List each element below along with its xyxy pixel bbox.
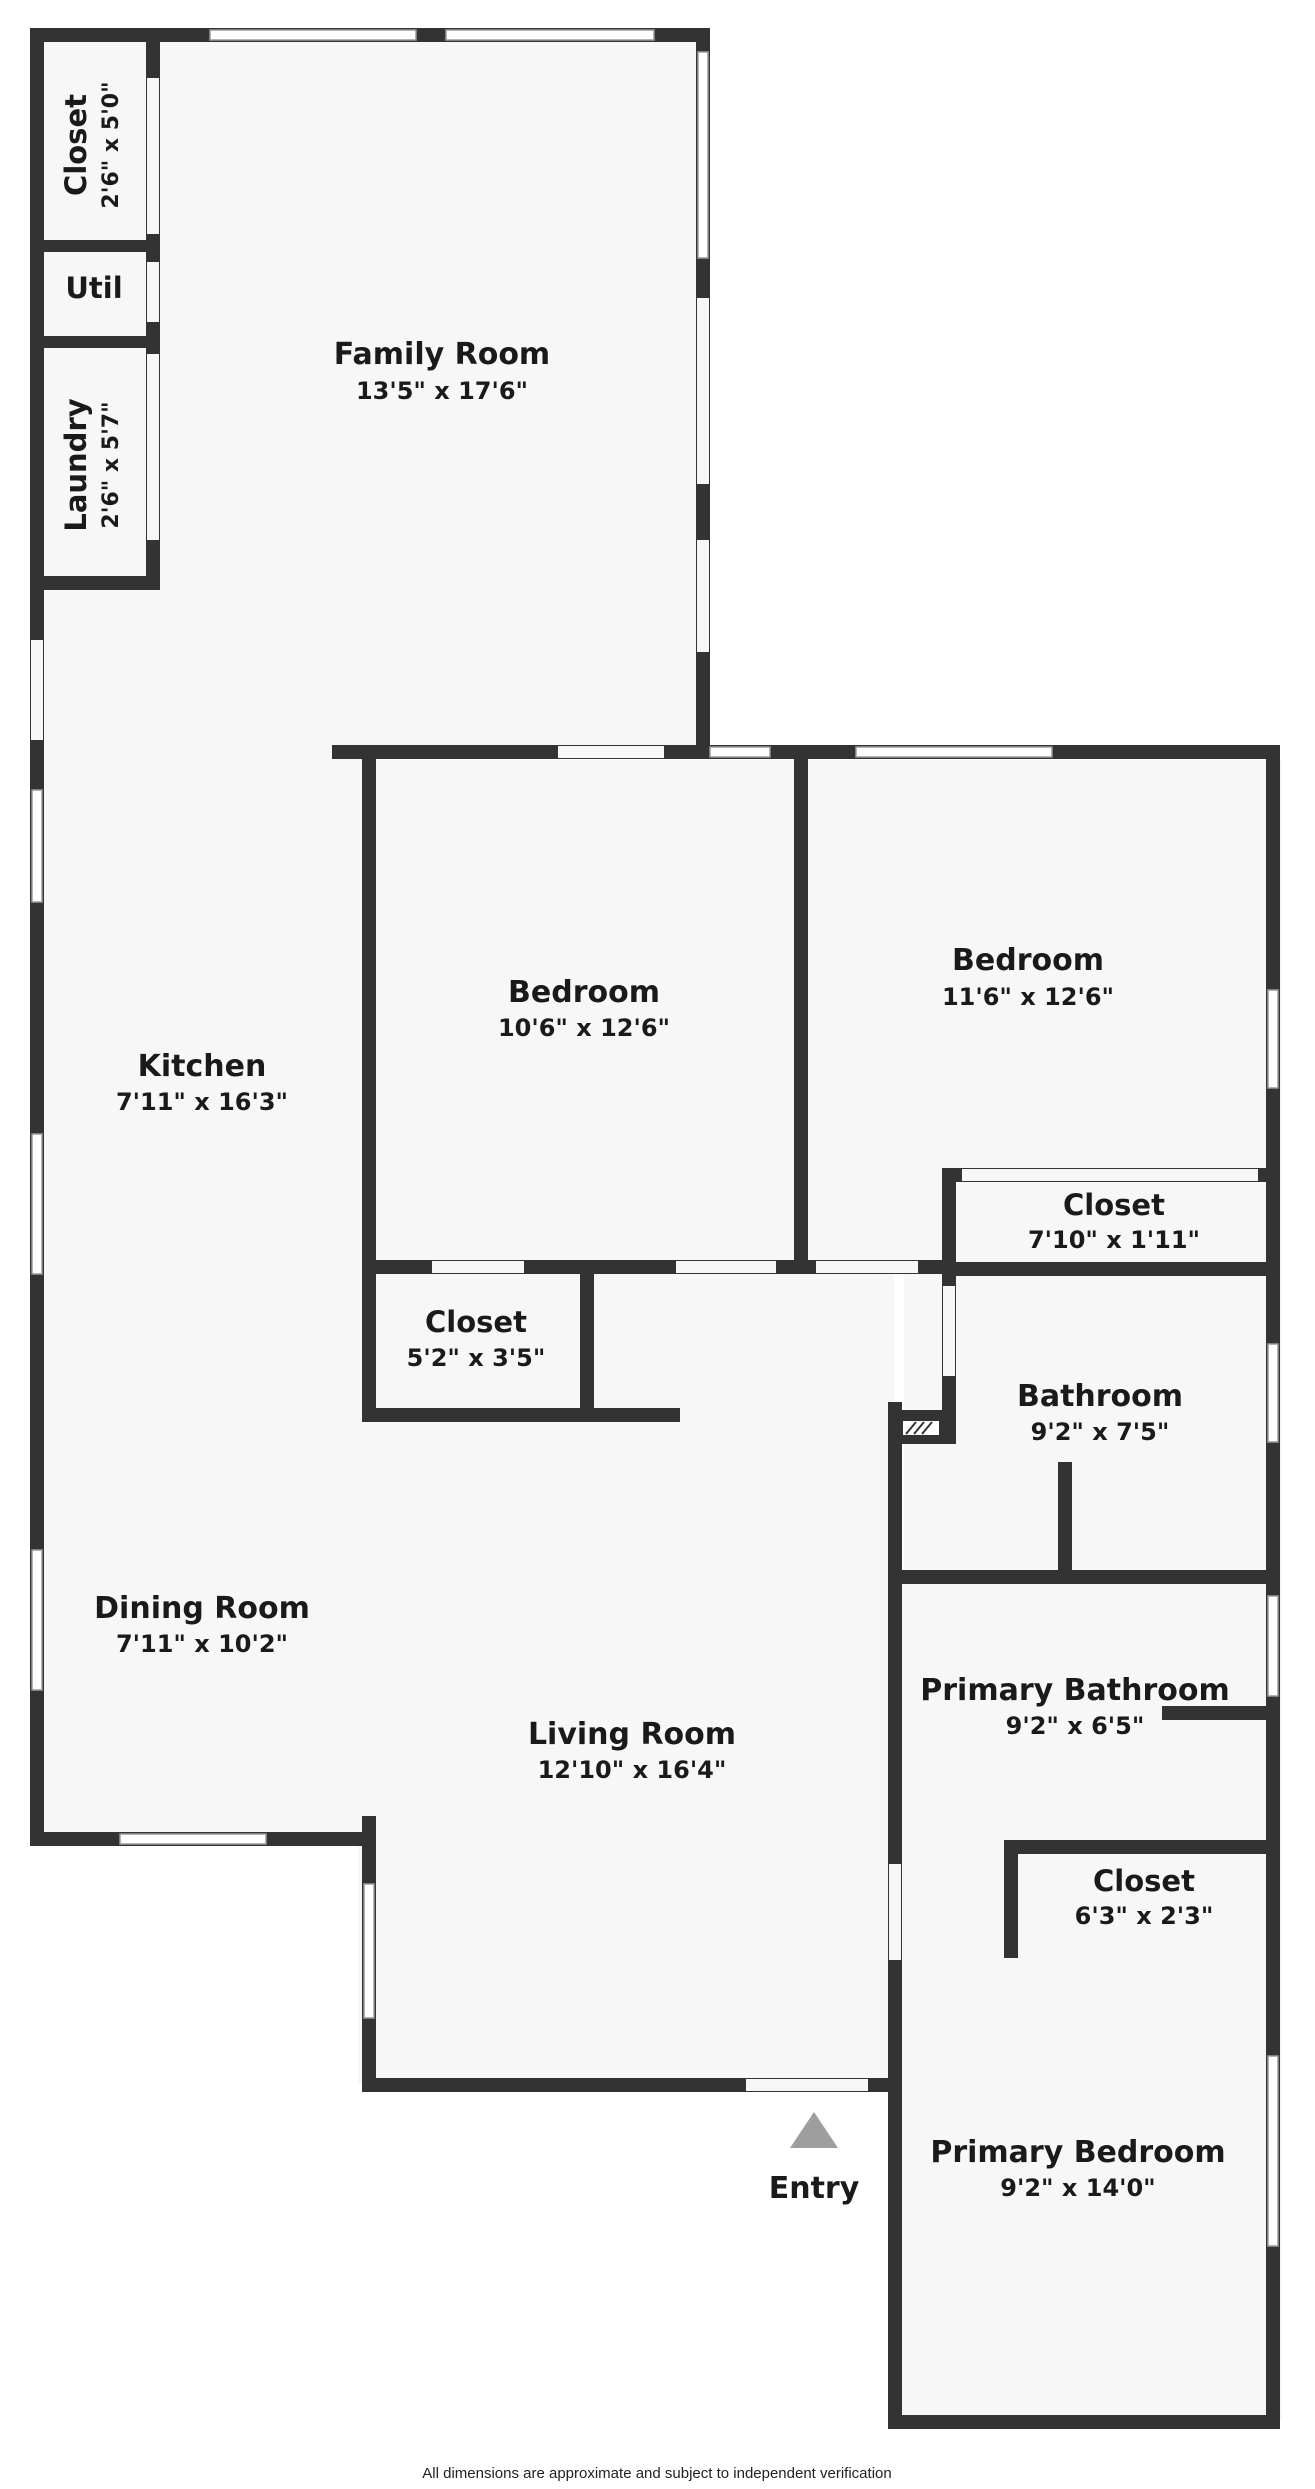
wall bbox=[1058, 1462, 1072, 1580]
window bbox=[119, 1833, 267, 1845]
wall bbox=[30, 576, 160, 590]
closet-d-dimensions: 6'3" x 2'3" bbox=[1075, 1902, 1214, 1930]
wall bbox=[942, 1262, 1280, 1276]
primary-bathroom-name: Primary Bathroom bbox=[920, 1673, 1229, 1708]
floor-kitchen-dining bbox=[30, 740, 370, 1836]
hatch-box bbox=[901, 1419, 941, 1437]
window bbox=[1267, 989, 1279, 1089]
floor-living-room bbox=[358, 1260, 894, 2084]
disclaimer-text: All dimensions are approximate and subje… bbox=[422, 2465, 891, 2482]
wall bbox=[888, 2415, 1280, 2429]
window bbox=[697, 51, 709, 259]
triangle-up-icon bbox=[790, 2112, 838, 2148]
window bbox=[709, 746, 771, 758]
floor-bathroom bbox=[904, 1270, 1282, 1584]
door-opening bbox=[558, 746, 664, 758]
primary-bathroom-dimensions: 9'2" x 6'5" bbox=[1006, 1712, 1145, 1740]
wall bbox=[1004, 1840, 1280, 1854]
door-opening bbox=[147, 354, 159, 540]
floor-bedroom-2 bbox=[808, 760, 1282, 1270]
door-opening bbox=[31, 640, 43, 740]
closet-a-label: Closet 2'6" x 5'0" bbox=[59, 81, 124, 208]
door-opening bbox=[697, 298, 709, 484]
laundry-label: Laundry 2'6" x 5'7" bbox=[59, 398, 124, 531]
kitchen-name: Kitchen bbox=[138, 1049, 267, 1084]
wall bbox=[580, 1260, 594, 1420]
closet-b-name: Closet bbox=[1063, 1188, 1165, 1222]
door-opening bbox=[147, 262, 159, 322]
bathroom-name: Bathroom bbox=[1017, 1379, 1183, 1414]
wall bbox=[30, 240, 160, 252]
kitchen-dimensions: 7'11" x 16'3" bbox=[116, 1088, 288, 1116]
dining-room-dimensions: 7'11" x 10'2" bbox=[116, 1630, 288, 1658]
windows bbox=[31, 29, 1279, 2247]
door-opening bbox=[1024, 1946, 1254, 1958]
door-opening bbox=[432, 1261, 524, 1273]
window bbox=[31, 1133, 43, 1275]
room-dimensions: 2'6" x 5'0" bbox=[99, 81, 124, 208]
bedroom-2-name: Bedroom bbox=[952, 943, 1104, 978]
door-opening bbox=[889, 1864, 901, 1960]
bedroom-2-dimensions: 11'6" x 12'6" bbox=[942, 983, 1114, 1011]
door-opening bbox=[697, 540, 709, 652]
family-room-dimensions: 13'5" x 17'6" bbox=[356, 377, 528, 405]
util-label: Util bbox=[65, 271, 122, 305]
wall bbox=[1004, 1840, 1018, 1958]
hatch-detail bbox=[901, 1419, 941, 1437]
entry-label: Entry bbox=[769, 2171, 860, 2206]
room-name: Closet bbox=[59, 94, 93, 196]
wall bbox=[30, 28, 44, 1846]
floor-bedroom-1 bbox=[370, 760, 796, 1270]
window bbox=[1267, 1595, 1279, 1697]
dining-room-name: Dining Room bbox=[94, 1591, 310, 1626]
room-name: Laundry bbox=[59, 398, 93, 531]
wall bbox=[362, 752, 376, 1420]
door-opening bbox=[147, 78, 159, 234]
door-opening bbox=[746, 2079, 868, 2091]
wall bbox=[794, 752, 808, 1262]
window bbox=[363, 1883, 375, 2019]
window bbox=[209, 29, 417, 41]
room-dimensions: 2'6" x 5'7" bbox=[99, 401, 124, 528]
closet-c-name: Closet bbox=[425, 1305, 527, 1339]
floor-primary-wing bbox=[898, 1584, 1282, 2420]
window bbox=[31, 1549, 43, 1691]
wall bbox=[30, 336, 160, 348]
door-opening bbox=[676, 1261, 776, 1273]
window bbox=[1267, 1343, 1279, 1443]
living-room-dimensions: 12'10" x 16'4" bbox=[538, 1756, 727, 1784]
window bbox=[855, 746, 1053, 758]
primary-bedroom-dimensions: 9'2" x 14'0" bbox=[1000, 2174, 1155, 2202]
window bbox=[445, 29, 655, 41]
closet-d-name: Closet bbox=[1093, 1864, 1195, 1898]
wall bbox=[1266, 745, 1280, 2429]
bedroom-1-name: Bedroom bbox=[508, 975, 660, 1010]
door-opening bbox=[962, 1169, 1258, 1181]
room-labels: Closet 2'6" x 5'0" Util Laundry 2'6" x 5… bbox=[59, 81, 1230, 2206]
primary-bedroom-name: Primary Bedroom bbox=[930, 2135, 1225, 2170]
closet-b-dimensions: 7'10" x 1'11" bbox=[1028, 1226, 1200, 1254]
hatch-lines bbox=[905, 1421, 933, 1435]
wall bbox=[362, 1408, 680, 1422]
door-opening bbox=[816, 1261, 918, 1273]
window bbox=[1267, 2055, 1279, 2247]
door-openings bbox=[31, 78, 1258, 2091]
wall bbox=[888, 1570, 1280, 1584]
floor-family-room bbox=[30, 30, 706, 758]
window bbox=[31, 789, 43, 903]
bathroom-dimensions: 9'2" x 7'5" bbox=[1031, 1418, 1170, 1446]
wall bbox=[1162, 1706, 1276, 1720]
family-room-name: Family Room bbox=[334, 337, 550, 372]
bedroom-1-dimensions: 10'6" x 12'6" bbox=[498, 1014, 670, 1042]
floor-areas bbox=[30, 30, 1282, 2420]
wall bbox=[942, 1168, 956, 1276]
living-room-name: Living Room bbox=[528, 1717, 736, 1752]
door-opening bbox=[943, 1286, 955, 1376]
closet-c-dimensions: 5'2" x 3'5" bbox=[407, 1344, 546, 1372]
